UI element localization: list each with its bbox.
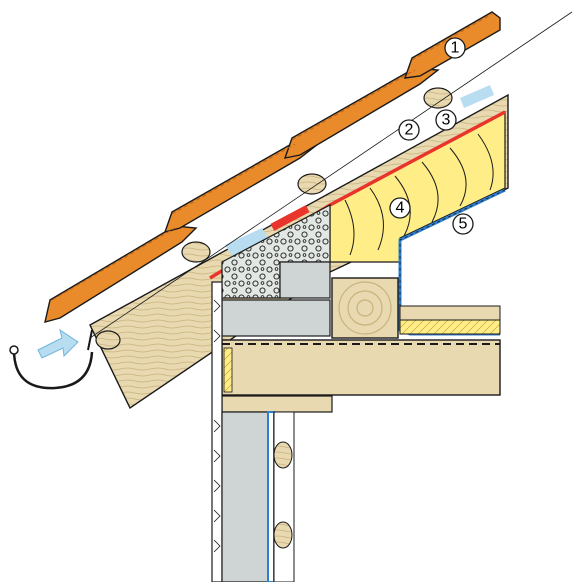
ventilation-gap — [225, 85, 494, 256]
timber-beam — [331, 277, 399, 339]
airflow-arrow-icon — [37, 328, 79, 359]
slope-line — [89, 11, 573, 339]
callout-5: 5 — [452, 213, 474, 235]
floor-insulation — [399, 305, 501, 335]
callout-1: 1 — [444, 37, 466, 59]
gutter-icon — [9, 329, 94, 390]
callout-3: 3 — [435, 109, 457, 131]
underlay-overlap — [270, 205, 310, 231]
svg-text:5: 5 — [459, 216, 468, 233]
exterior-wall — [211, 281, 295, 582]
svg-text:3: 3 — [442, 112, 451, 129]
battens — [95, 87, 453, 350]
callout-2: 2 — [398, 119, 420, 141]
callout-4: 4 — [389, 197, 411, 219]
svg-text:2: 2 — [405, 122, 414, 139]
svg-text:1: 1 — [451, 40, 460, 57]
floor-slab — [221, 339, 501, 413]
wall-plate — [221, 261, 331, 337]
svg-text:4: 4 — [396, 200, 405, 217]
